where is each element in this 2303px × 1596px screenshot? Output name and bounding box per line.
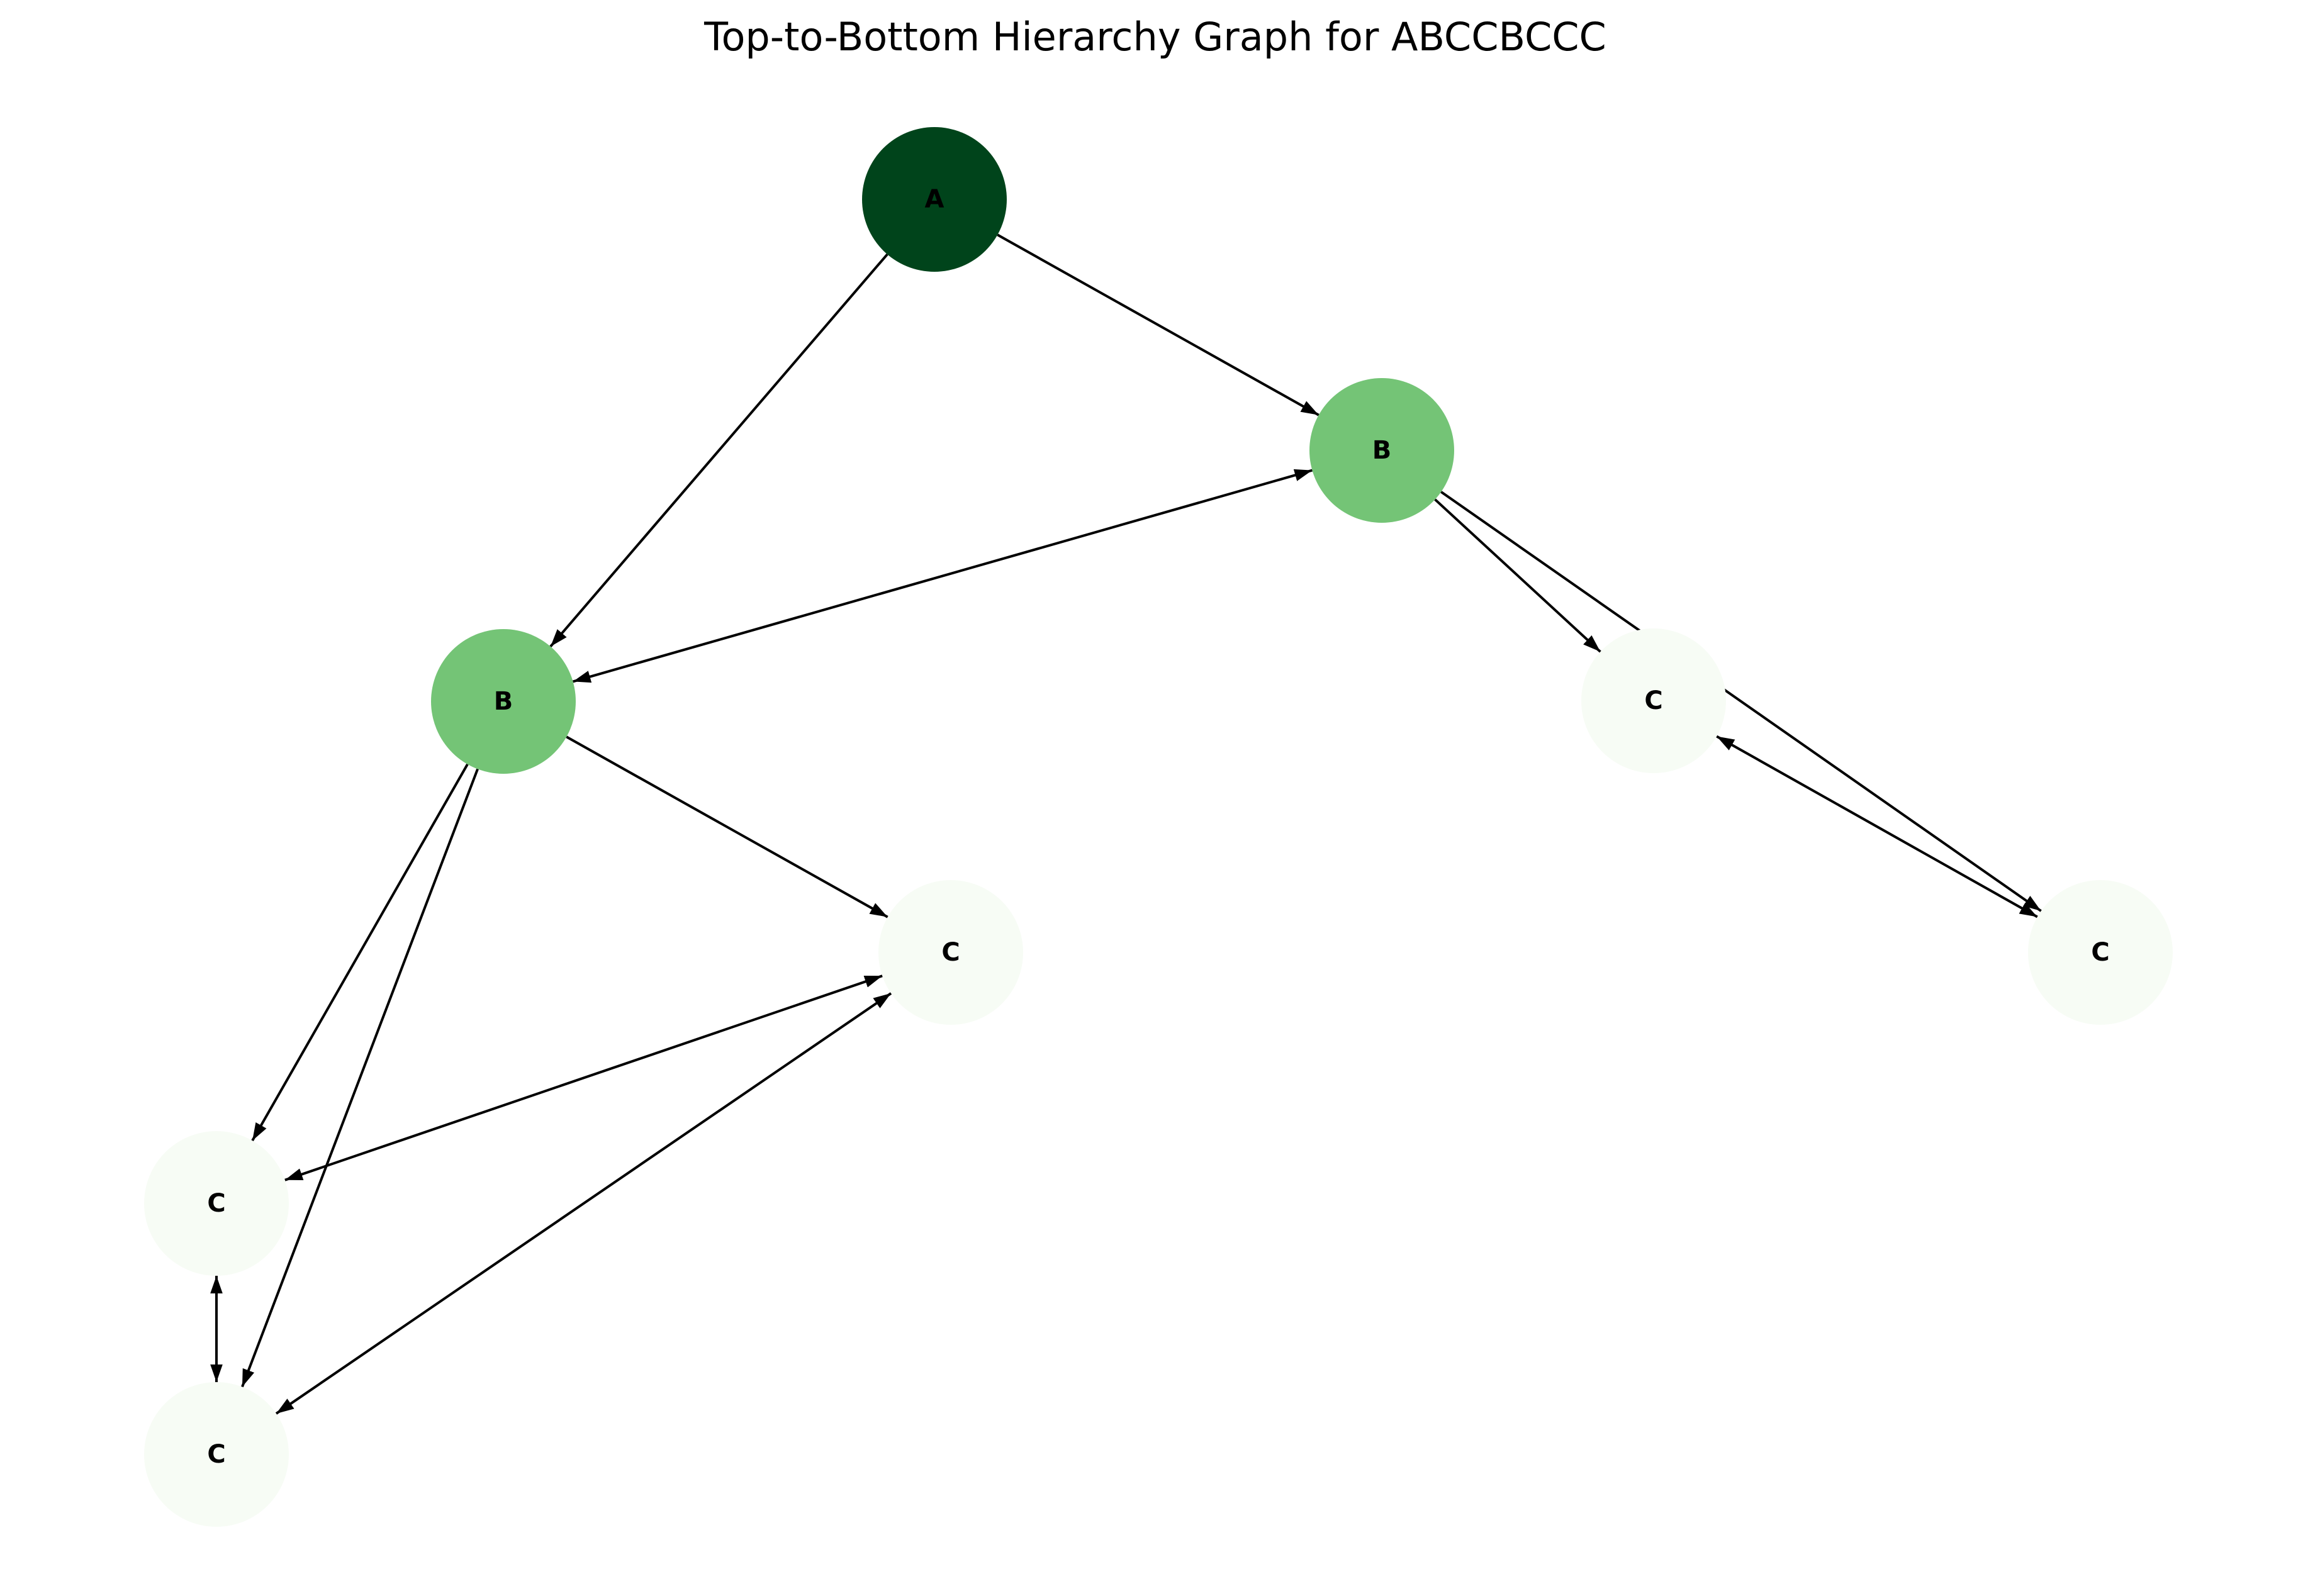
node-label: C	[207, 1440, 225, 1469]
edge-n0-n1	[997, 233, 1320, 416]
node-circle	[878, 880, 1023, 1025]
edge-n5-n6	[284, 974, 883, 1181]
node-label: C	[207, 1189, 225, 1218]
node-circle	[144, 1382, 289, 1527]
edge-n3-n4	[1716, 735, 2038, 918]
node-circle	[862, 127, 1007, 272]
edge-n0-n2	[549, 253, 888, 648]
node-label: C	[941, 938, 960, 967]
node-label: B	[494, 687, 513, 716]
node-circle	[144, 1131, 289, 1276]
node-label: A	[925, 185, 944, 214]
edge-n1-n2	[573, 469, 1313, 683]
edge-n5-n7	[275, 992, 892, 1415]
edge-n2-n7	[241, 768, 479, 1388]
edge-n2-n6	[251, 763, 469, 1142]
node-c-3: C	[1581, 628, 1726, 773]
node-circle	[431, 629, 576, 774]
node-circle	[2028, 880, 2173, 1025]
node-c-4: C	[2028, 880, 2173, 1025]
nodes-layer: A B B C C C C C	[144, 127, 2173, 1527]
node-c-7: C	[144, 1382, 289, 1527]
edge-n1-n3	[1434, 498, 1601, 653]
node-b-1: B	[1309, 378, 1454, 523]
node-c-5: C	[878, 880, 1023, 1025]
node-b-2: B	[431, 629, 576, 774]
edge-n1-n4	[1440, 491, 2042, 912]
edges-layer	[210, 233, 2042, 1415]
node-label: B	[1372, 436, 1392, 465]
node-circle	[1309, 378, 1454, 523]
node-c-6: C	[144, 1131, 289, 1276]
graph-title: Top-to-Bottom Hierarchy Graph for ABCCBC…	[703, 14, 1606, 60]
node-label: C	[1644, 686, 1662, 715]
node-a-0: A	[862, 127, 1007, 272]
node-circle	[1581, 628, 1726, 773]
edge-n2-n5	[566, 735, 888, 918]
node-label: C	[2091, 938, 2109, 967]
